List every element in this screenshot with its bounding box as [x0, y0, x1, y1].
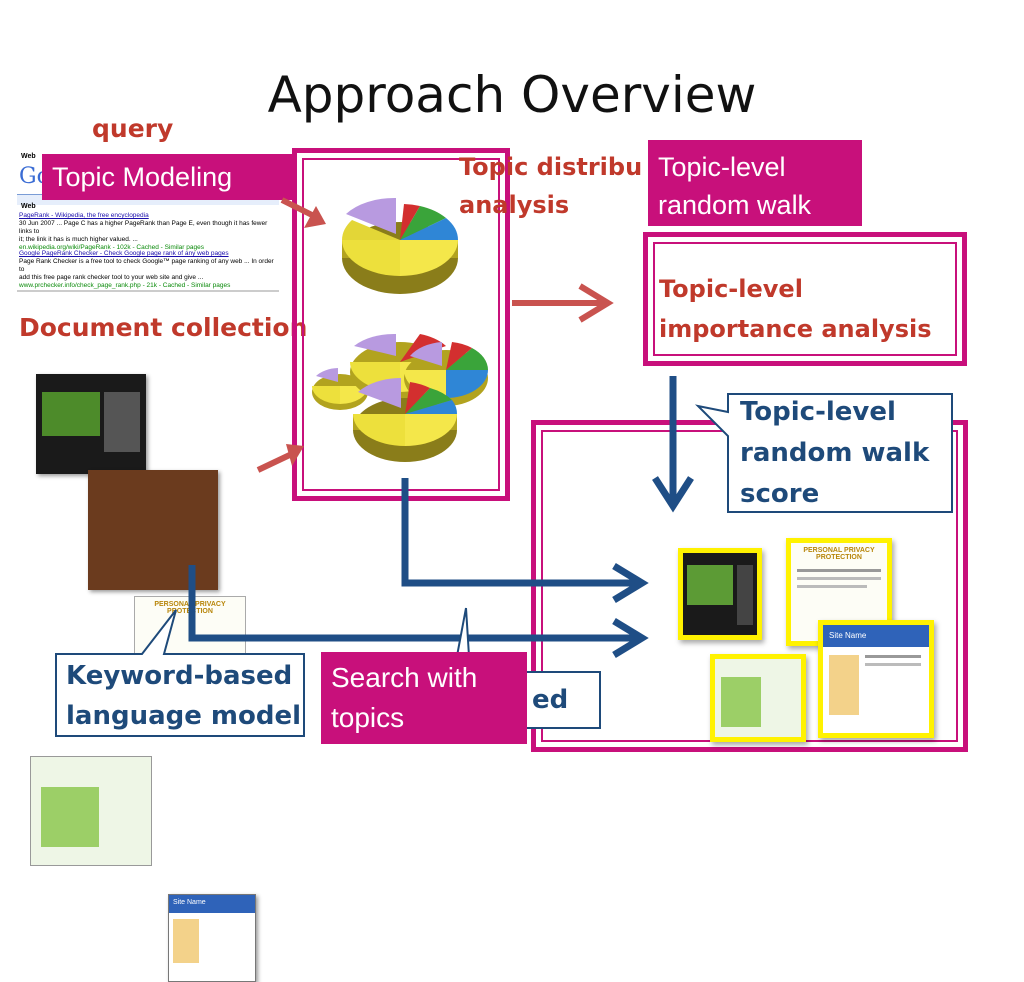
serp-result-2-snippet1: Page Rank Checker is a free tool to chec…	[19, 258, 274, 273]
serp-web-label: Web	[21, 153, 36, 160]
topic-level-rw-line1: Topic-level	[658, 152, 786, 182]
document-collection-label: Document collection	[19, 313, 308, 342]
importance-line2: importance analysis	[659, 315, 932, 343]
serp-result-2-title[interactable]: Google PageRank Checker - Check Google p…	[19, 250, 229, 257]
rw-score-line2: random walk	[740, 438, 930, 468]
topic-pie-cluster	[312, 333, 489, 462]
serp-result-2: Google PageRank Checker - Check Google p…	[19, 250, 277, 290]
topic-modeling-box: Topic Modeling	[42, 154, 297, 200]
topic-distribution-label: Topic distribu analysis	[459, 148, 642, 224]
query-label: query	[92, 114, 174, 143]
arrow-docs-to-topics	[256, 444, 304, 473]
doc-thumb-dark	[36, 374, 146, 474]
serp-result-1: PageRank - Wikipedia, the free encyclope…	[19, 212, 277, 252]
doc-thumb-site-name: Site Name	[173, 899, 206, 906]
keyword-line2: language model	[66, 701, 302, 731]
doc-thumb-brown	[88, 470, 218, 590]
callout-random-walk-score-shape	[694, 393, 953, 513]
topic-distribution-line2: analysis	[459, 191, 570, 219]
serp-web-label-2: Web	[21, 203, 36, 210]
arrow-topics-to-results	[401, 478, 649, 603]
random-walk-score-text: Topic-level random walk score	[740, 392, 929, 515]
arrow-query-to-topics	[280, 197, 326, 228]
result-thumb-site: Site Name	[818, 620, 934, 738]
result-thumb-privacy-title: PERSONAL PRIVACY PROTECTION	[803, 547, 875, 561]
importance-analysis-inner-frame	[653, 242, 957, 356]
rw-score-line1: Topic-level	[740, 397, 896, 427]
topic-level-random-walk-box: Topic-level random walk	[648, 140, 862, 226]
search-with-topics-box: Search with topics	[321, 652, 527, 744]
keyword-line1: Keyword-based	[66, 661, 293, 691]
arrow-docs-to-results	[188, 565, 649, 658]
serp-result-1-snippet2: it; the link it has is much higher value…	[19, 236, 138, 243]
diagram-overlay	[55, 197, 953, 737]
topic-distribution-frame	[292, 148, 510, 501]
arrow-topics-to-importance	[512, 283, 614, 323]
serp-result-2-url: www.prchecker.info/check_page_rank.php -…	[19, 282, 231, 289]
result-thumb-green	[710, 654, 806, 742]
serp-result-1-snippet1: 30 Jun 2007 ... Page C has a higher Page…	[19, 220, 268, 235]
topic-distribution-inner-frame	[302, 158, 500, 491]
rw-score-line3: score	[740, 479, 820, 509]
importance-analysis-text: Topic-level importance analysis	[659, 269, 932, 349]
serp-result-2-snippet2: add this free page rank checker tool to …	[19, 274, 204, 281]
search-line2: topics	[331, 702, 405, 733]
hidden-callout-fragment: ed	[532, 685, 569, 715]
keyword-model-text: Keyword-based language model	[66, 656, 301, 736]
topic-pie-cluster-front	[353, 378, 458, 462]
topic-level-rw-line2: random walk	[658, 190, 812, 220]
doc-thumb-site: Site Name	[168, 894, 256, 982]
serp-result-1-title[interactable]: PageRank - Wikipedia, the free encyclope…	[19, 212, 149, 219]
slide-title: Approach Overview	[267, 66, 757, 124]
result-thumb-site-name: Site Name	[829, 631, 867, 640]
callout-keyword-model-shape	[55, 609, 305, 737]
importance-line1: Topic-level	[659, 275, 803, 303]
topic-distribution-line1: Topic distribu	[459, 153, 643, 181]
serp-result-1-url: en.wikipedia.org/wiki/PageRank - 102k - …	[19, 244, 204, 251]
search-line1: Search with	[331, 662, 478, 693]
result-thumb-garden	[678, 548, 762, 640]
topic-pie-single	[342, 197, 459, 294]
importance-analysis-frame: Topic-level importance analysis	[643, 232, 967, 366]
doc-thumb-green	[30, 756, 152, 866]
arrow-importance-down	[652, 376, 694, 513]
